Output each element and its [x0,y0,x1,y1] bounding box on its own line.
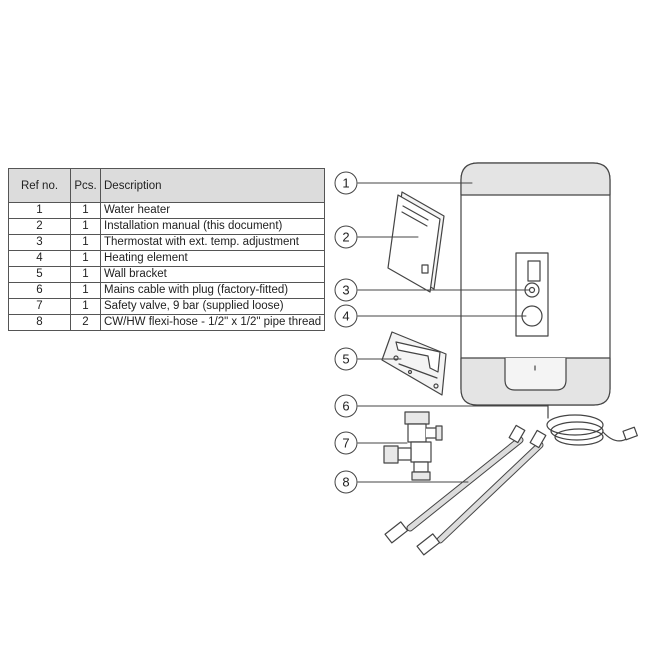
description-cell: Water heater [99,202,326,219]
description-cell: Wall bracket [99,266,326,283]
table-row: 4 1 Heating element [8,250,326,267]
callout-5: 5 [342,352,349,367]
table-row: 1 1 Water heater [8,202,326,219]
callout-3: 3 [342,283,349,298]
table-row: 6 1 Mains cable with plug (factory-fitte… [8,282,326,299]
ref-cell: 8 [8,314,71,331]
callout-8: 8 [342,475,349,490]
table-row: 5 1 Wall bracket [8,266,326,283]
table-row: 2 1 Installation manual (this document) [8,218,326,235]
callout-7: 7 [342,436,349,451]
description-cell: CW/HW flexi-hose - 1/2" x 1/2" pipe thre… [99,314,326,331]
header-ref-no: Ref no. [8,168,71,203]
description-cell: Safety valve, 9 bar (supplied loose) [99,298,326,315]
flexi-hose-illustration [384,424,547,556]
description-cell: Heating element [99,250,326,267]
callout-6: 6 [342,399,349,414]
water-heater-illustration [460,162,611,406]
description-cell: Thermostat with ext. temp. adjustment [99,234,326,251]
safety-valve-illustration [383,411,443,481]
callout-4: 4 [342,309,349,324]
description-cell: Mains cable with plug (factory-fitted) [99,282,326,299]
manual-illustration [387,191,445,293]
mains-cable-illustration [546,404,638,446]
table-row: 8 2 CW/HW flexi-hose - 1/2" x 1/2" pipe … [8,314,326,331]
callout-1: 1 [342,176,349,191]
callout-2: 2 [342,230,349,245]
pcs-cell: 2 [70,314,101,331]
callout-leaders [357,182,549,483]
callout-circles [334,171,358,494]
parts-table: Ref no. Pcs. Description 1 1 Water heate… [8,168,326,331]
table-header-row: Ref no. Pcs. Description [8,168,326,203]
wall-bracket-illustration [381,331,447,396]
table-row: 7 1 Safety valve, 9 bar (supplied loose) [8,298,326,315]
